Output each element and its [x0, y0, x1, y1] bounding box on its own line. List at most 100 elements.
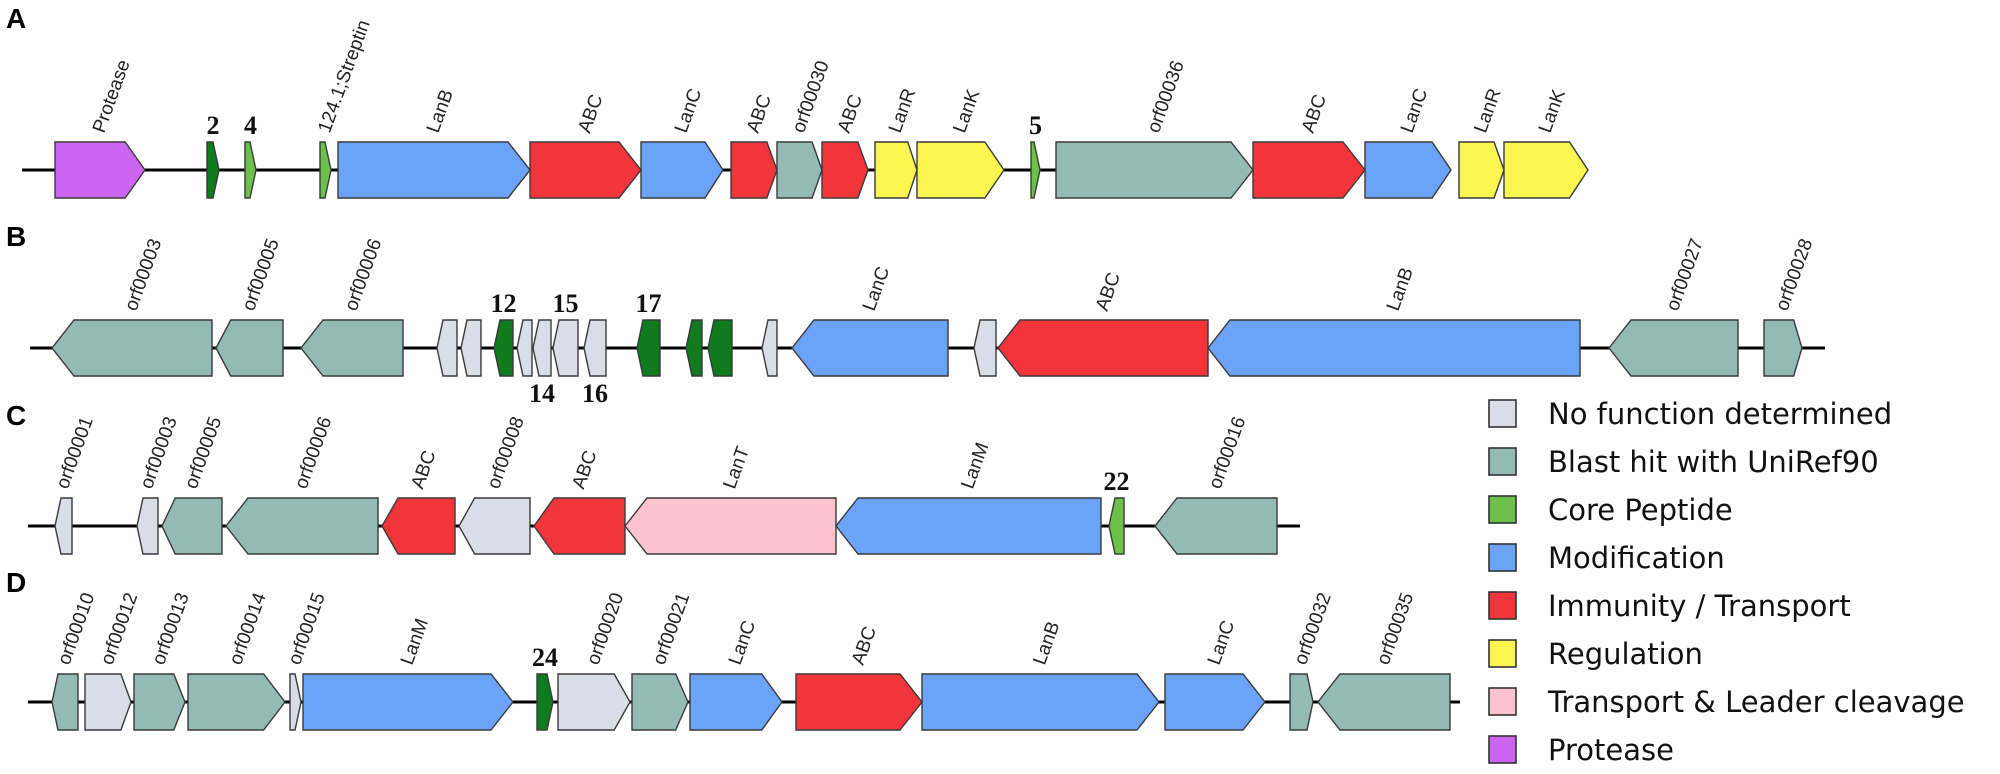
gene-arrow — [1164, 673, 1266, 731]
gene-arrow — [631, 673, 689, 731]
gene-label: orf00010 — [54, 590, 99, 668]
gene-label: orf00005 — [181, 414, 226, 492]
gene-arrow — [874, 141, 918, 199]
gene-label: ABC — [568, 448, 601, 492]
gene-label: LanB — [423, 87, 458, 136]
gene-label: orf00003 — [121, 236, 166, 314]
peptide-number: 24 — [532, 643, 558, 672]
peptide-number: 2 — [207, 111, 220, 140]
gene-arrow — [458, 497, 531, 555]
gene-arrow — [1207, 319, 1581, 377]
legend-item-core: Core Peptide — [1488, 493, 1733, 527]
gene-label: LanB — [1029, 619, 1064, 668]
legend-label-nofunc: No function determined — [1548, 397, 1892, 431]
gene-arrow — [791, 319, 949, 377]
gene-arrow — [206, 141, 220, 199]
gene-arrow — [51, 319, 213, 377]
legend-swatch-prot — [1488, 735, 1517, 764]
gene-arrow — [997, 319, 1209, 377]
gene-label: orf00021 — [649, 590, 694, 668]
gene-label: orf00003 — [136, 414, 181, 492]
legend-item-blast: Blast hit with UniRef90 — [1488, 445, 1879, 479]
gene-label: orf00008 — [483, 414, 528, 492]
gene-label: orf00016 — [1205, 414, 1250, 492]
gene-arrow — [460, 319, 482, 377]
gene-arrow — [136, 497, 159, 555]
gene-label: ABC — [407, 448, 440, 492]
gene-label: LanB — [1383, 265, 1418, 314]
peptide-number: 5 — [1029, 111, 1042, 140]
gene-arrow — [921, 673, 1160, 731]
gene-arrow — [337, 141, 531, 199]
legend-item-mod: Modification — [1488, 541, 1725, 575]
gene-arrow — [1030, 141, 1041, 199]
gene-label: orf00005 — [238, 236, 283, 314]
gene-arrow — [1763, 319, 1803, 377]
gene-label: orf00032 — [1290, 590, 1335, 668]
gene-label: orf00027 — [1662, 236, 1707, 314]
gene-arrow — [1289, 673, 1314, 731]
gene-label: LanT — [719, 443, 754, 491]
gene-label: LanR — [1470, 86, 1505, 136]
legend-label-mod: Modification — [1548, 541, 1725, 575]
gene-arrow — [244, 141, 257, 199]
peptide-number: 12 — [491, 289, 517, 318]
gene-label: orf00014 — [225, 590, 271, 668]
gene-arrow — [532, 319, 552, 377]
peptide-number: 17 — [636, 289, 662, 318]
gene-label: ABC — [834, 92, 867, 136]
legend-swatch-reg — [1488, 639, 1517, 668]
legend-swatch-blast — [1488, 447, 1517, 476]
gene-label: orf00030 — [788, 58, 833, 136]
gene-arrow — [215, 319, 284, 377]
gene-arrow — [583, 319, 607, 377]
gene-arrow — [636, 319, 661, 377]
gene-label: LanM — [957, 440, 993, 492]
gene-arrow — [916, 141, 1005, 199]
row-letter-b: B — [6, 221, 26, 252]
gene-label: orf00001 — [52, 414, 97, 492]
legend-item-nofunc: No function determined — [1488, 397, 1892, 431]
row-letter-c: C — [6, 400, 26, 431]
gene-arrow — [289, 673, 302, 731]
gene-label: LanK — [1535, 87, 1570, 136]
gene-arrow — [536, 673, 554, 731]
gene-arrow — [84, 673, 132, 731]
gene-label: orf00020 — [583, 590, 628, 668]
gene-label: LanK — [949, 87, 984, 136]
gene-arrow — [225, 497, 379, 555]
gene-arrow — [689, 673, 783, 731]
gene-arrow — [761, 319, 778, 377]
gene-arrow — [1252, 141, 1366, 199]
gene-arrow — [381, 497, 456, 555]
gene-label: ABC — [1092, 270, 1125, 314]
gene-label: LanC — [1204, 618, 1239, 668]
gene-arrow — [776, 141, 823, 199]
gene-arrow — [300, 319, 404, 377]
gene-label: LanC — [1397, 86, 1432, 136]
legend-item-prot: Protease — [1488, 733, 1674, 767]
gene-label: orf00012 — [97, 590, 142, 668]
gene-arrow — [533, 497, 626, 555]
gene-label: orf00015 — [284, 590, 329, 668]
gene-arrow — [835, 497, 1102, 555]
legend-label-core: Core Peptide — [1548, 493, 1733, 527]
peptide-number: 15 — [553, 289, 579, 318]
legend-label-trans: Transport & Leader cleavage — [1547, 685, 1965, 719]
legend-label-imm: Immunity / Transport — [1548, 589, 1851, 623]
legend-swatch-mod — [1488, 543, 1517, 572]
gene-arrow — [54, 497, 73, 555]
gene-arrow — [51, 673, 79, 731]
legend-item-imm: Immunity / Transport — [1488, 589, 1851, 623]
gene-label: orf00028 — [1772, 236, 1817, 314]
gene-arrow — [973, 319, 997, 377]
gene-label: ABC — [848, 624, 881, 668]
legend-label-prot: Protease — [1548, 733, 1674, 767]
legend-item-trans: Transport & Leader cleavage — [1488, 685, 1965, 719]
gene-label: 124.1;Streptin — [314, 17, 374, 135]
legend-item-reg: Regulation — [1488, 637, 1703, 671]
